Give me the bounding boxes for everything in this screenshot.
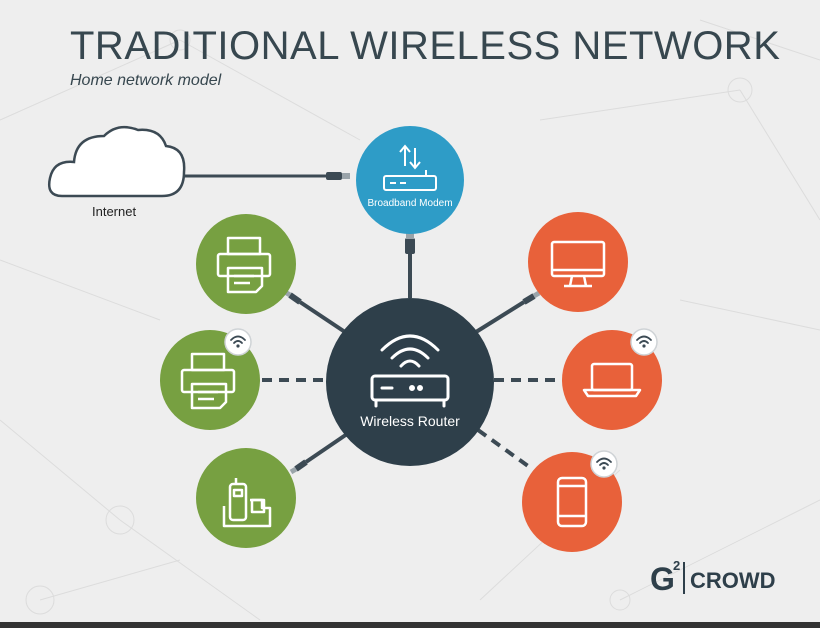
wifi-badge-icon — [630, 328, 658, 356]
logo-sup: 2 — [673, 558, 680, 573]
printer-icon — [216, 236, 272, 294]
cordless-phone-icon — [222, 478, 272, 528]
cable-modem-router — [405, 232, 415, 298]
smartphone-node — [522, 450, 622, 552]
brand-logo: G 2 CROWD — [650, 558, 776, 597]
laptop-icon — [582, 362, 642, 398]
modem-icon — [383, 144, 437, 191]
cable-router-printer — [283, 289, 350, 336]
monitor-icon — [550, 240, 606, 288]
router-node — [326, 298, 494, 466]
laptop-node — [562, 328, 662, 430]
modem-label: Broadband Modem — [367, 198, 452, 209]
internet-label: Internet — [92, 204, 136, 219]
monitor-node — [528, 212, 628, 312]
internet-cloud — [48, 125, 186, 198]
printer-wireless-node — [160, 328, 260, 430]
phone-node — [196, 448, 296, 548]
logo-text: CROWD — [690, 568, 776, 593]
router-icon — [370, 334, 450, 408]
cable-internet-modem — [184, 172, 350, 180]
printer-icon — [180, 352, 236, 410]
wifi-badge-icon — [224, 328, 252, 356]
printer-wired-node — [196, 214, 296, 314]
modem-node — [356, 126, 464, 234]
cable-router-monitor — [474, 290, 541, 334]
background-mesh — [0, 19, 820, 621]
page-title: TRADITIONAL WIRELESS NETWORK — [70, 24, 781, 68]
cable-router-phone — [289, 430, 352, 475]
page-subtitle: Home network model — [70, 72, 222, 89]
bottom-divider — [0, 622, 820, 628]
wireless-links — [262, 378, 560, 468]
logo-mark: G — [650, 561, 675, 597]
wifi-badge-icon — [590, 450, 618, 478]
router-label: Wireless Router — [360, 413, 460, 429]
smartphone-icon — [556, 476, 588, 528]
